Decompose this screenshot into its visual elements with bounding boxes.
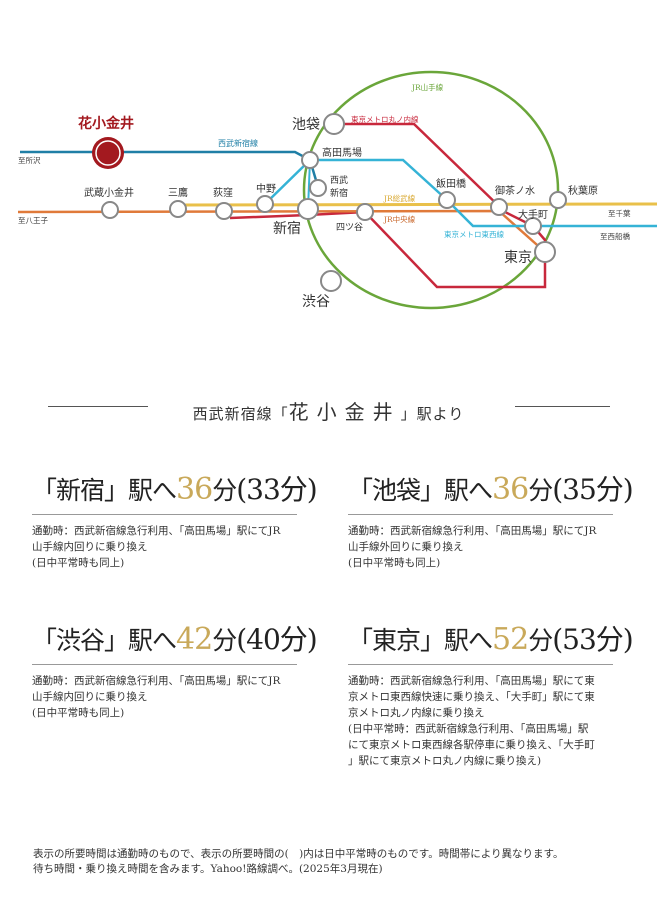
station-seibushinjuku[interactable] — [309, 179, 327, 197]
line-label-yamanote: JR山手線 — [411, 82, 444, 92]
route-destination: 「新宿」駅へ — [32, 476, 177, 505]
label-musashikoganei: 武蔵小金井 — [84, 186, 134, 199]
label-seibushinjuku-2: 新宿 — [330, 187, 348, 199]
sobu-line — [177, 202, 657, 207]
label-yotsuya: 四ツ谷 — [336, 222, 363, 233]
station-shinjuku[interactable] — [297, 198, 319, 220]
route-title: 「新宿」駅へ36分(33分) — [32, 472, 318, 508]
label-ikebukuro: 池袋 — [292, 117, 320, 133]
heading-suffix: 」駅より — [400, 405, 465, 423]
route-daytime: (33分) — [236, 473, 317, 506]
route-title: 「東京」駅へ52分(53分) — [348, 622, 634, 658]
route-destination: 「渋谷」駅へ — [32, 626, 177, 655]
route-daytime: (35分) — [552, 473, 633, 506]
station-akihabara[interactable] — [549, 191, 567, 209]
section-heading: 西武新宿線「花小金井」駅より — [0, 396, 657, 425]
route-notes: 通勤時：西武新宿線急行利用、「高田馬場」駅にて東京メトロ東西線快速に乗り換え、「… — [348, 675, 595, 767]
marunouchi-line — [229, 122, 547, 289]
route-title: 「池袋」駅へ36分(35分) — [348, 472, 634, 508]
label-nakano: 中野 — [256, 182, 276, 195]
direction-hachioji: 至八王子 — [18, 216, 48, 225]
route-destination: 「池袋」駅へ — [348, 476, 493, 505]
route-unit: 分 — [212, 476, 237, 505]
label-akihabara: 秋葉原 — [568, 184, 598, 197]
route-card-shinjuku: 「新宿」駅へ36分(33分) 通勤時：西武新宿線急行利用、「高田馬場」駅にてJR… — [32, 472, 318, 571]
route-time: 36 — [492, 472, 529, 507]
station-iidabashi[interactable] — [438, 191, 456, 209]
station-ikebukuro[interactable] — [323, 113, 345, 135]
route-card-tokyo: 「東京」駅へ52分(53分) 通勤時：西武新宿線急行利用、「高田馬場」駅にて東京… — [348, 622, 634, 769]
station-otemachi[interactable] — [524, 217, 542, 235]
route-divider — [348, 664, 613, 665]
route-time: 52 — [492, 622, 529, 657]
route-map: 花小金井 西武新宿線 JR山手線 東京メトロ丸ノ内線 JR総武線 JR中央線 東… — [17, 70, 657, 310]
station-ogikubo[interactable] — [215, 202, 233, 220]
tozai-line — [264, 158, 657, 228]
origin-station-label: 花小金井 — [78, 115, 134, 132]
heading-station: 花小金井 — [288, 400, 401, 424]
label-mitaka: 三鷹 — [168, 186, 188, 199]
route-unit: 分 — [528, 626, 553, 655]
yamanote-line — [302, 70, 560, 310]
label-tokyo: 東京 — [504, 250, 532, 266]
divider-right — [515, 406, 610, 407]
line-label-sobu: JR総武線 — [383, 193, 416, 203]
route-title: 「渋谷」駅へ42分(40分) — [32, 622, 318, 658]
seibu-line — [20, 150, 320, 188]
station-shibuya[interactable] — [320, 270, 342, 292]
station-hanakoganei[interactable] — [92, 137, 124, 169]
route-card-ikebukuro: 「池袋」駅へ36分(35分) 通勤時：西武新宿線急行利用、「高田馬場」駅にてJR… — [348, 472, 634, 571]
station-tokyo[interactable] — [534, 241, 556, 263]
label-seibushinjuku-1: 西武 — [330, 174, 348, 186]
route-time: 42 — [176, 622, 213, 657]
route-divider — [32, 514, 297, 515]
line-label-marunouchi: 東京メトロ丸ノ内線 — [351, 114, 419, 124]
footnote-line: 待ち時間・乗り換え時間を含みます。Yahoo!路線調べ。(2025年3月現在) — [33, 863, 383, 875]
label-shibuya: 渋谷 — [302, 294, 330, 310]
station-takadanobaba[interactable] — [301, 151, 319, 169]
line-label-tozai: 東京メトロ東西線 — [444, 229, 504, 239]
divider-left — [48, 406, 148, 407]
footnote: 表示の所要時間は通勤時のもので、表示の所要時間の( )内は日中平常時のものです。… — [33, 847, 563, 877]
line-label-chuo: JR中央線 — [383, 214, 416, 224]
label-iidabashi: 飯田橋 — [436, 177, 466, 190]
label-takadanobaba: 高田馬場 — [322, 146, 362, 159]
route-time: 36 — [176, 472, 213, 507]
station-nakano[interactable] — [256, 195, 274, 213]
label-ogikubo: 荻窪 — [213, 186, 233, 199]
route-daytime: (53分) — [552, 623, 633, 656]
station-hanakoganei-ring — [95, 140, 121, 166]
label-ochanomizu: 御茶ノ水 — [495, 184, 535, 197]
route-daytime: (40分) — [236, 623, 317, 656]
station-musashikoganei[interactable] — [101, 201, 119, 219]
station-yotsuya[interactable] — [356, 203, 374, 221]
route-destination: 「東京」駅へ — [348, 626, 493, 655]
direction-nishifunabashi: 至西船橋 — [600, 231, 630, 241]
station-ochanomizu[interactable] — [490, 198, 508, 216]
route-unit: 分 — [528, 476, 553, 505]
route-unit: 分 — [212, 626, 237, 655]
label-otemachi: 大手町 — [518, 208, 548, 221]
footnote-line: 表示の所要時間は通勤時のもので、表示の所要時間の( )内は日中平常時のものです。… — [33, 848, 564, 860]
direction-chiba: 至千葉 — [608, 208, 631, 218]
route-card-shibuya: 「渋谷」駅へ42分(40分) 通勤時：西武新宿線急行利用、「高田馬場」駅にてJR… — [32, 622, 318, 721]
route-divider — [348, 514, 613, 515]
station-mitaka[interactable] — [169, 200, 187, 218]
direction-tokorozawa: 至所沢 — [18, 155, 41, 165]
line-label-seibu: 西武新宿線 — [218, 138, 258, 148]
heading-prefix: 西武新宿線「 — [192, 405, 289, 423]
route-divider — [32, 664, 297, 665]
label-shinjuku: 新宿 — [273, 220, 301, 237]
